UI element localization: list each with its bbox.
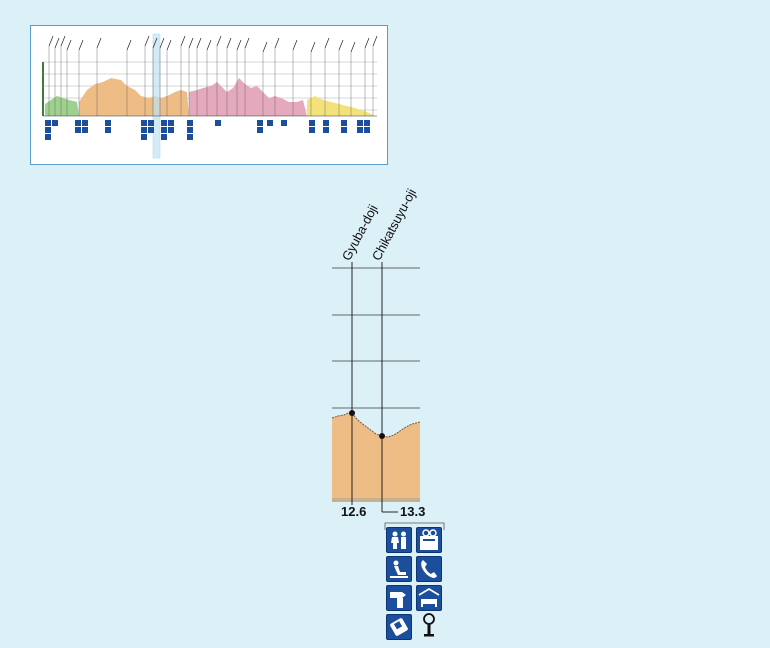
telephone-icon [416, 556, 442, 582]
drinking-water-icon [386, 585, 412, 611]
first-aid-icon [386, 614, 412, 640]
overview-elevation-profile [42, 33, 378, 159]
rest-area-icon [386, 556, 412, 582]
km-label-gyuba-doji: 12.6 [341, 504, 367, 519]
restroom-icon [386, 527, 412, 553]
terrain-area [332, 413, 420, 500]
marker-point-gyuba-doji [349, 410, 355, 416]
km-label-chikatsuyu-oji: 13.3 [400, 504, 426, 519]
baseline-bar [332, 498, 420, 502]
spring-water-icon [418, 612, 440, 640]
route-overview-panel [30, 25, 388, 165]
vending-machine-icon [416, 527, 442, 553]
facility-bracket [384, 522, 445, 530]
marker-point-chikatsuyu-oji [379, 433, 385, 439]
elevation-grid [332, 267, 420, 409]
accommodation-icon [416, 585, 442, 611]
